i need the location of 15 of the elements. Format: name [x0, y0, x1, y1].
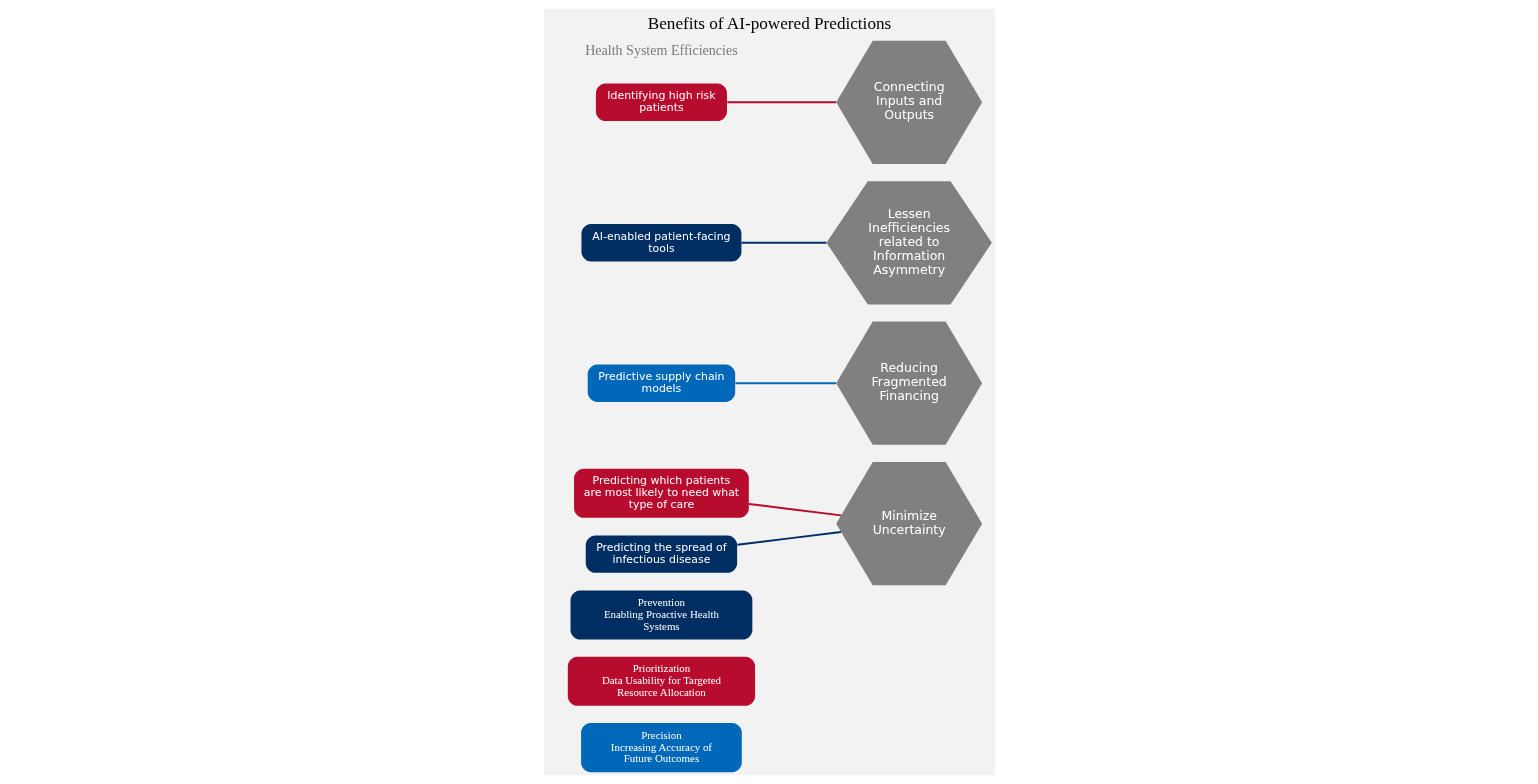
connector — [725, 101, 837, 104]
node-box: Predicting the spread of infectious disease — [585, 535, 737, 573]
node-box: Prevention Enabling Proactive Health Systems — [570, 590, 752, 640]
node-box: AI-enabled patient-facing tools — [580, 224, 741, 262]
node-box: Identifying high risk patients — [595, 83, 727, 122]
node-box: Prioritization Data Usability for Targeted Resource Allocation — [567, 656, 755, 706]
connector — [735, 531, 842, 546]
diagram-title: Benefits of AI-powered Predictions — [647, 13, 891, 33]
node-box: Predictive supply chain models — [587, 364, 735, 402]
connector — [733, 382, 837, 385]
connector — [747, 503, 842, 517]
node-box: Predicting which patients are most likely to need what type of care — [573, 468, 749, 518]
node-box: Precision Increasing Accuracy of Future Outcomes — [580, 723, 742, 773]
connector — [740, 241, 827, 244]
label: Health System Efficiencies — [584, 42, 738, 59]
